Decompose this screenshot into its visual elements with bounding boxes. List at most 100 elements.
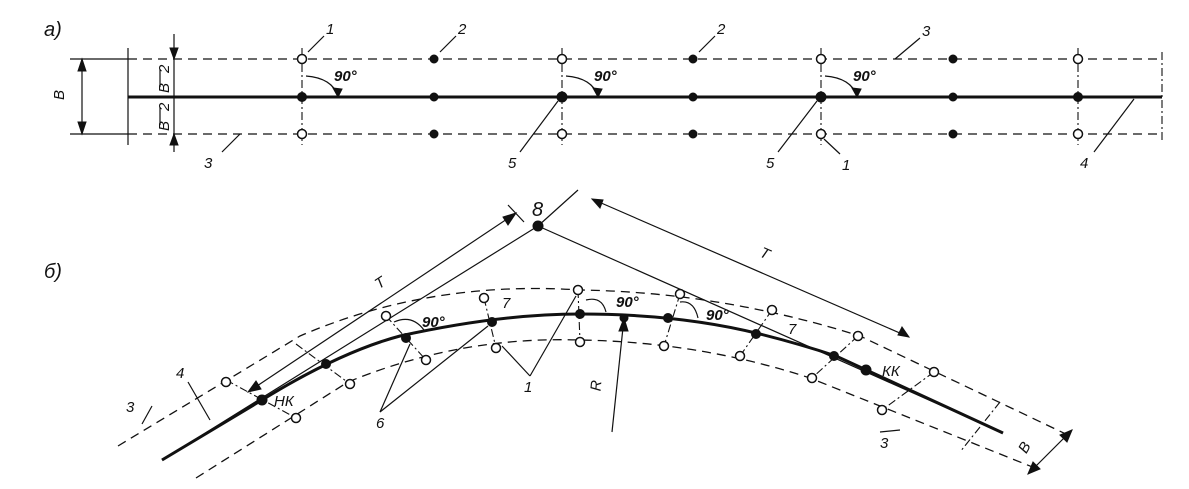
hollow-marker: [556, 128, 568, 140]
hollow-marker: [478, 292, 490, 304]
solid-marker: [688, 54, 698, 64]
half-width-bottom-den: 2: [156, 102, 173, 112]
axis-point: [663, 313, 673, 323]
curve-angle-label-3: 90°: [706, 307, 730, 324]
callout-b-7-b: 7: [788, 321, 797, 338]
curve-width-label: В: [1015, 439, 1035, 456]
callout-b-3-left: 3: [126, 399, 135, 416]
callout-2-b: 2: [716, 21, 726, 38]
callout-b-4: 4: [176, 365, 184, 382]
hollow-marker: [574, 336, 586, 348]
callout-leader: [698, 35, 716, 53]
width-label: В: [51, 90, 68, 100]
angle-label-2: 90°: [594, 68, 618, 85]
arrow-half-top: [169, 47, 179, 61]
axis-point: [829, 351, 839, 361]
hollow-marker: [420, 354, 432, 366]
solid-marker: [429, 92, 439, 102]
hollow-marker: [296, 53, 308, 65]
tangent-label-right: Т: [757, 244, 774, 264]
solid-marker: [429, 129, 439, 139]
callout-b-1: 1: [524, 379, 532, 396]
solid-marker: [429, 54, 439, 64]
inner-edge-curve: [195, 339, 1041, 479]
curve-right-angle-arc-1: [393, 318, 425, 331]
curve-cross-section: [811, 335, 859, 379]
hollow-marker: [1072, 128, 1084, 140]
curve-end-label: КК: [882, 363, 901, 380]
curve-end-point: [860, 364, 872, 376]
curve-right-angle-arc-3: [679, 301, 699, 319]
hollow-marker: [658, 340, 670, 352]
axis-point: [751, 329, 761, 339]
callout-leader: [187, 381, 211, 421]
hollow-marker: [876, 404, 888, 416]
arc-arrow-3: [851, 87, 862, 99]
curve-start-point: [256, 394, 268, 406]
figure-a: а) В В 2 В 2: [44, 19, 1163, 174]
callout-leader: [307, 35, 325, 53]
callout-leader: [141, 405, 153, 425]
arrow-b-1: [1027, 461, 1041, 475]
arrow-t-left-2: [502, 212, 518, 226]
half-width-top-den: 2: [156, 64, 173, 74]
callout-3-bottom: 3: [204, 155, 213, 172]
hollow-marker: [815, 128, 827, 140]
callout-leader: [894, 37, 921, 60]
callout-leader: [379, 343, 411, 413]
vertex-point: [532, 220, 544, 232]
curve-cross-section: [881, 371, 935, 411]
radius-line: [611, 317, 625, 433]
callout-leader: [439, 35, 457, 53]
callout-2-a: 2: [457, 21, 467, 38]
figure-b: б) Т Т 8: [44, 189, 1073, 479]
callout-leader: [501, 345, 531, 377]
curve-start-label: НК: [274, 393, 295, 410]
axis-point: [815, 91, 827, 103]
axis-point: [1073, 92, 1083, 102]
callout-b-3-right: 3: [880, 435, 889, 452]
curve-cross-section: [577, 289, 581, 343]
callout-leader: [379, 325, 489, 413]
angle-label-3: 90°: [853, 68, 877, 85]
curve-angle-label-1: 90°: [422, 314, 446, 331]
solid-marker: [688, 92, 698, 102]
hollow-marker: [1072, 53, 1084, 65]
callout-b-7-a: 7: [502, 295, 511, 312]
arc-arrow-1: [332, 87, 343, 99]
tangent-dimension-left: [247, 212, 517, 393]
tangent-label-left: Т: [372, 273, 390, 293]
hollow-marker: [490, 342, 502, 354]
solid-marker: [688, 129, 698, 139]
hollow-marker: [556, 53, 568, 65]
curve-angle-label-2: 90°: [616, 294, 640, 311]
arrow-b-2: [1059, 429, 1073, 443]
vertex-label: 8: [532, 199, 543, 221]
arrow-t-right-2: [897, 326, 911, 338]
callout-1-bottom: 1: [842, 157, 850, 174]
angle-label-1: 90°: [334, 68, 358, 85]
curve-cross-section: [959, 401, 1001, 453]
panel-label-a: а): [44, 19, 62, 41]
curve-right-angle-arc-2: [585, 298, 607, 313]
hollow-marker: [928, 366, 940, 378]
panel-label-b: б): [44, 261, 62, 283]
half-width-top-num: В: [156, 83, 173, 93]
hollow-marker: [572, 284, 584, 296]
arrow-down: [77, 121, 87, 136]
callout-1-top: 1: [326, 21, 334, 38]
hollow-marker: [344, 378, 356, 390]
arrow-t-left-1: [246, 380, 262, 393]
solid-marker: [948, 54, 958, 64]
callout-3-top: 3: [922, 23, 931, 40]
curve-cross-section: [385, 315, 427, 361]
tangent-ext: [537, 189, 579, 227]
callout-5-a: 5: [508, 155, 517, 172]
half-width-bottom-num: В: [156, 121, 173, 131]
radius-label: R: [588, 379, 606, 391]
hollow-marker: [734, 350, 746, 362]
hollow-marker: [296, 128, 308, 140]
axis-point: [575, 309, 585, 319]
radius-arrow: [618, 316, 629, 332]
tangent-dimension-right: [591, 198, 910, 338]
